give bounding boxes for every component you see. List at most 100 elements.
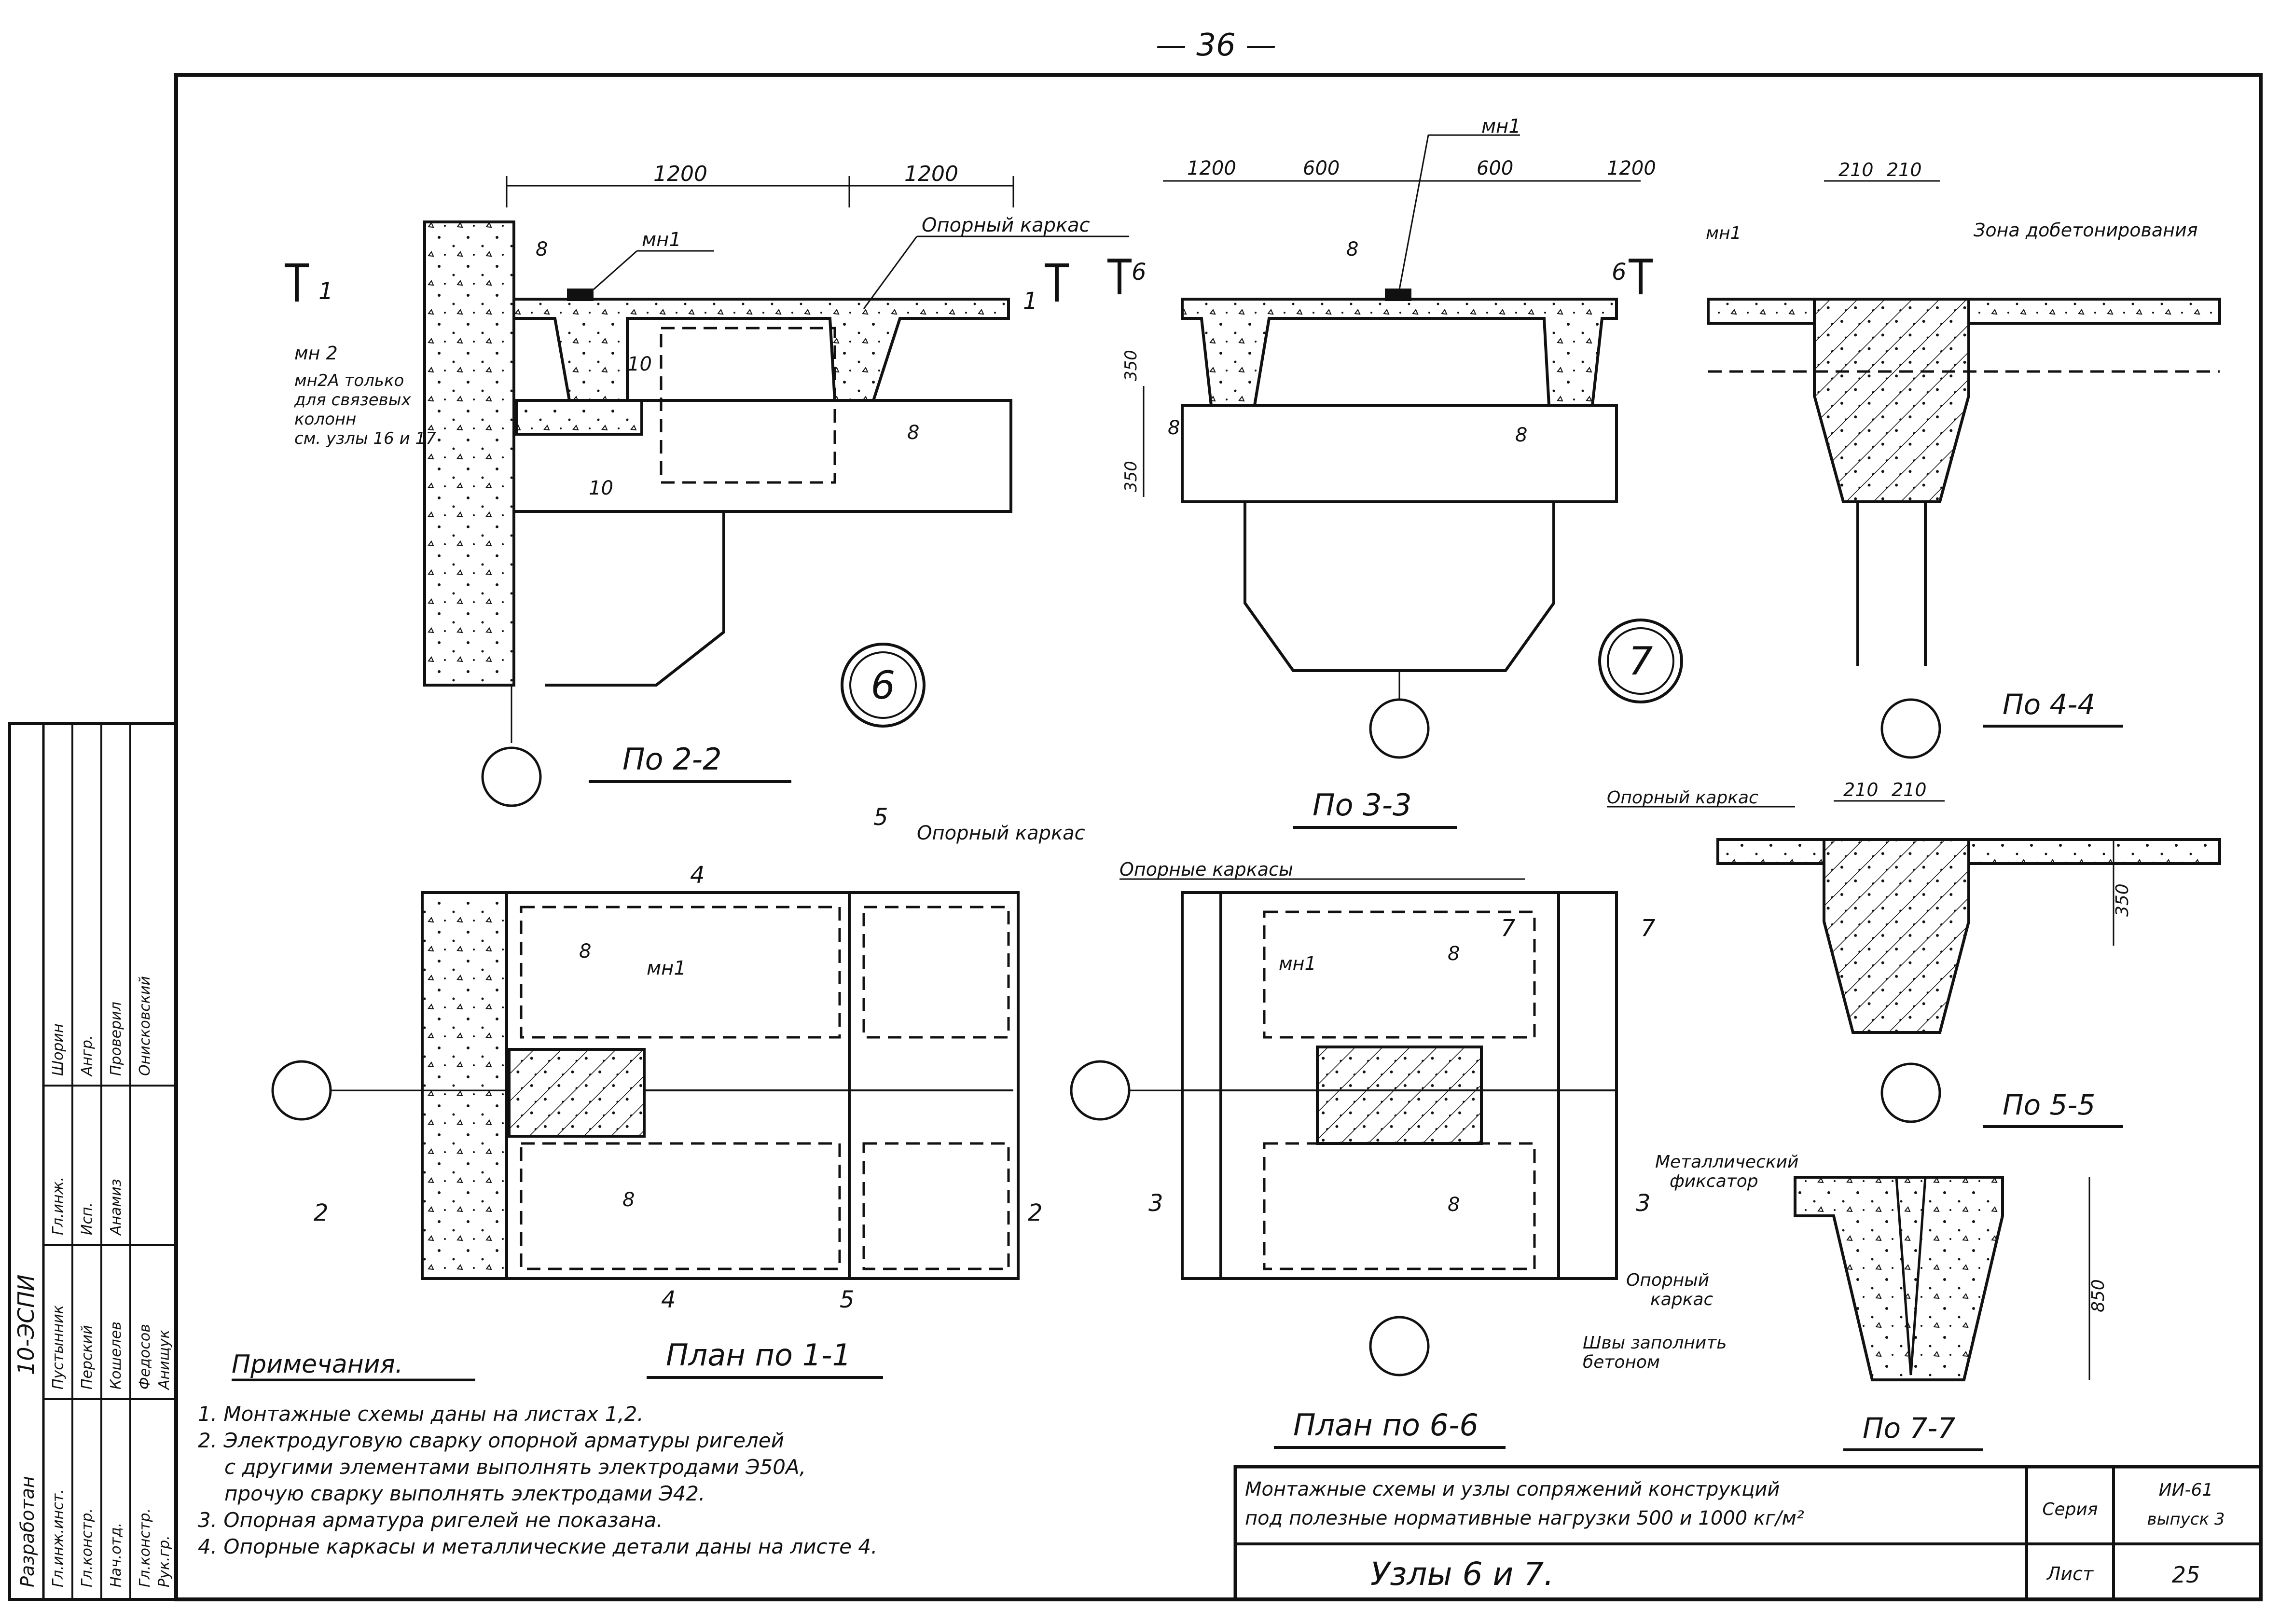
caption-po-7-7: По 7-7 bbox=[1863, 1412, 1955, 1445]
title-subtitle: Узлы 6 и 7. bbox=[1370, 1555, 1554, 1593]
dim-1200-b: 1200 bbox=[904, 162, 958, 186]
v77-opora-1: Опорный bbox=[1626, 1270, 1709, 1290]
plan11-sec-5-bottom: 5 bbox=[840, 1286, 855, 1313]
stamp-cell-1-2: Исп. bbox=[79, 1202, 96, 1235]
side-stamp: Разработан 10-ЭСПИ Гл.инж.инст.Пустынник… bbox=[8, 722, 178, 1601]
plan11-sec-4-top: 4 bbox=[690, 862, 705, 889]
mn2a-note-3: колонн bbox=[294, 410, 356, 429]
axis-circle-plan66 bbox=[1070, 1060, 1131, 1121]
plan-6-6: Опорные каркасы мн1 8 8 3 3 7 7 План по … bbox=[1070, 859, 1656, 1449]
note-1: 1. Монтажные схемы даны на листах 1,2. bbox=[198, 1402, 644, 1426]
title-series-label: Серия bbox=[2042, 1500, 2098, 1519]
title-series-1: ИИ-61 bbox=[2159, 1480, 2213, 1500]
label-n7-8-right: 8 bbox=[1515, 424, 1527, 446]
stamp-cell-3-3: Онисковский bbox=[137, 976, 153, 1076]
v44-label-mh1: мн1 bbox=[1706, 223, 1741, 243]
plan11-opora: Опорный каркас bbox=[917, 822, 1085, 844]
n7-height-350-a: 350 bbox=[1121, 350, 1141, 381]
axis-circle-node6 bbox=[481, 746, 542, 807]
mn2a-note-2: для связевых bbox=[294, 390, 412, 410]
plan66-sec-7-right: 7 bbox=[1641, 915, 1656, 942]
stamp-cell-3-1: Федосов bbox=[137, 1324, 153, 1390]
plan11-sec-5-top: 5 bbox=[873, 804, 888, 831]
page-number: — 36 — bbox=[1156, 28, 1276, 63]
caption-plan-1-1: План по 1-1 bbox=[666, 1337, 851, 1373]
title-block: Монтажные схемы и узлы сопряжений констр… bbox=[1233, 1465, 2263, 1601]
label-10-top: 10 bbox=[627, 353, 652, 375]
plan66-block bbox=[1316, 1046, 1483, 1145]
column-concrete bbox=[423, 220, 515, 687]
axis-circle-node7 bbox=[1369, 698, 1430, 759]
stamp-cell-1-3: Ангр. bbox=[79, 1035, 96, 1077]
stamp-cell-2-0: Нач.отд. bbox=[108, 1523, 124, 1587]
stamp-developed: Разработан bbox=[17, 1476, 38, 1587]
node-7-section: 1200 600 600 1200 мн1 350 350 8 8 8 6 6 … bbox=[1107, 115, 1683, 829]
notes: Примечания. 1. Монтажные схемы даны на л… bbox=[198, 1350, 877, 1558]
view-5-5: 210 210 Опорный каркас 350 По 5-5 bbox=[1607, 779, 2221, 1128]
v55-joint bbox=[1823, 838, 1970, 1034]
stamp-cell-2-1: Кошелев bbox=[108, 1321, 124, 1390]
n7-sec-6-left: 6 bbox=[1132, 259, 1147, 286]
plan11-sec-2-left: 2 bbox=[314, 1199, 329, 1226]
plan11-8a: 8 bbox=[579, 940, 591, 963]
plan66-sec-7-left: 7 bbox=[1501, 915, 1516, 942]
v44-joint bbox=[1813, 298, 1970, 503]
sec-1-right: 1 bbox=[1023, 288, 1038, 315]
v44-label-zone: Зона добетонирования bbox=[1974, 220, 2198, 241]
plan66-opory: Опорные каркасы bbox=[1119, 859, 1293, 880]
dim-1200-a: 1200 bbox=[653, 162, 707, 186]
v55-dim-210-b: 210 bbox=[1892, 779, 1927, 800]
caption-po-5-5: По 5-5 bbox=[2003, 1088, 2095, 1121]
label-n7-8-left: 8 bbox=[1168, 417, 1180, 439]
view-7-7: Металлический фиксатор 850 Опорный карка… bbox=[1583, 1152, 2108, 1451]
note-3: 3. Опорная арматура ригелей не показана. bbox=[198, 1508, 663, 1532]
stamp-cell-3-0: Гл.констр. bbox=[137, 1508, 153, 1587]
v77-fix-2: фиксатор bbox=[1670, 1171, 1758, 1191]
plan11-mh1: мн1 bbox=[647, 957, 686, 979]
view-4-4: 210 210 мн1 Зона добетонирования По 4-4 bbox=[1706, 159, 2221, 759]
plan-1-1: Опорный каркас 8 8 мн1 2 2 4 4 5 5 План … bbox=[271, 804, 1085, 1379]
plan66-sec-3-right: 3 bbox=[1636, 1190, 1651, 1217]
plan11-column bbox=[421, 891, 508, 1280]
axis-circle-v44 bbox=[1880, 698, 1941, 759]
stamp-cell-4-0: Рук.гр. bbox=[156, 1535, 173, 1587]
n7-sec-6-right: 6 bbox=[1612, 259, 1627, 286]
title-desc-1: Монтажные схемы и узлы сопряжений констр… bbox=[1245, 1478, 1780, 1500]
v77-fix-1: Металлический bbox=[1655, 1152, 1798, 1172]
node-6-badge: 6 bbox=[871, 663, 896, 708]
stamp-org: 10-ЭСПИ bbox=[13, 1275, 39, 1375]
stamp-cell-2-2: Анамиз bbox=[108, 1179, 124, 1236]
axis-circle-v55 bbox=[1880, 1062, 1941, 1123]
caption-po-4-4: По 4-4 bbox=[2003, 688, 2095, 721]
plan66-8b: 8 bbox=[1448, 1194, 1460, 1216]
title-sheet-value: 25 bbox=[2172, 1562, 2200, 1588]
slab-top bbox=[512, 298, 1010, 402]
v77-opora-2: каркас bbox=[1650, 1290, 1713, 1309]
plan11-sec-4-bottom: 4 bbox=[661, 1286, 676, 1313]
notes-title: Примечания. bbox=[232, 1350, 403, 1379]
v55-dim-210-a: 210 bbox=[1843, 779, 1879, 800]
caption-po-3-3: По 3-3 bbox=[1313, 787, 1412, 823]
plate-mn1 bbox=[567, 289, 594, 301]
label-8-top: 8 bbox=[536, 238, 548, 261]
v77-seams-2: бетоном bbox=[1583, 1352, 1660, 1372]
dim-n7-600-a: 600 bbox=[1303, 157, 1340, 179]
node-6-badge-ring bbox=[841, 643, 926, 728]
plan11-sec-2-right: 2 bbox=[1028, 1199, 1043, 1226]
label-mn2: мн 2 bbox=[294, 343, 338, 364]
stamp-cell-2-3: Проверил bbox=[108, 1002, 124, 1076]
label-mh1: мн1 bbox=[642, 229, 681, 251]
stamp-cell-1-0: Гл.констр. bbox=[79, 1508, 96, 1587]
plan66-mh1: мн1 bbox=[1279, 953, 1316, 974]
n7-height-350-b: 350 bbox=[1121, 461, 1141, 492]
riegel-body bbox=[512, 399, 1012, 513]
title-sheet-label: Лист bbox=[2046, 1563, 2094, 1584]
dim-n7-1200-b: 1200 bbox=[1607, 157, 1656, 179]
stamp-cell-0-1: Пустынник bbox=[50, 1305, 67, 1390]
title-desc-2: под полезные нормативные нагрузки 500 и … bbox=[1245, 1507, 1804, 1529]
dim-n7-600-b: 600 bbox=[1477, 157, 1513, 179]
plan66-sec-3-left: 3 bbox=[1148, 1190, 1163, 1217]
label-10-bottom: 10 bbox=[589, 477, 613, 499]
label-opora: Опорный каркас bbox=[922, 214, 1090, 236]
